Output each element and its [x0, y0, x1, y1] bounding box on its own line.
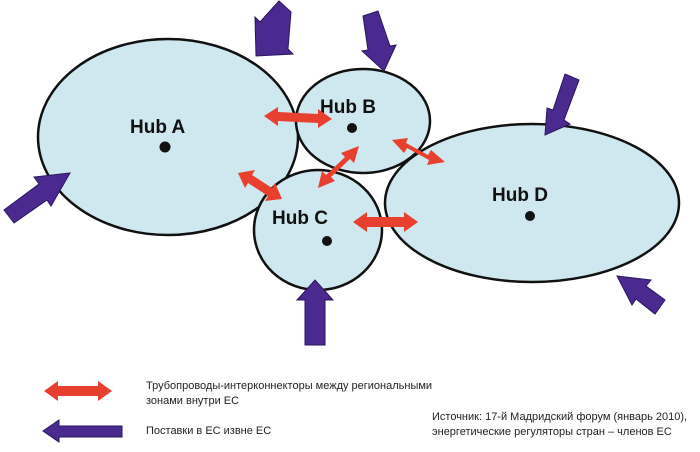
supply-arrow-right-d [616, 275, 666, 315]
hub-b-center-dot [347, 123, 357, 133]
supply-arrow-bottom-c [295, 279, 335, 346]
hub-a-center-dot [159, 141, 171, 153]
legend-supply-label: Поставки в ЕС извне ЕС [146, 425, 272, 437]
supply-arrow-left-a [3, 172, 71, 224]
supply-arrow-top-d [544, 73, 580, 136]
hub-a-label: Hub A [130, 117, 186, 138]
hub-b-label: Hub B [320, 97, 376, 118]
source-line-2: энергетические регуляторы стран – членов… [432, 426, 672, 438]
interconnector-arrow-b-d [392, 138, 445, 165]
legend-supply-arrow-icon [42, 419, 123, 443]
supply-arrow-top-b [360, 10, 397, 72]
hub-d-ellipse [383, 122, 681, 284]
interconnector-arrow-a-b [264, 107, 332, 128]
hub-d-label: Hub D [492, 185, 548, 206]
hub-c-label: Hub C [272, 208, 328, 229]
interconnector-arrow-b-c [318, 146, 359, 188]
hub-d-center-dot [525, 211, 535, 221]
source-note: Источник: 17-й Мадридский форум (январь … [432, 410, 697, 440]
supply-arrow-top-a [254, 0, 295, 57]
hub-c-center-dot [322, 236, 332, 246]
interconnector-arrow-a-c [238, 170, 282, 201]
legend-interconnector-label: Трубопроводы-интерконнекторы между регио… [146, 380, 433, 407]
source-line-1: Источник: 17-й Мадридский форум (январь … [432, 411, 688, 423]
legend-interconnector-arrow-icon [44, 381, 112, 401]
interconnector-arrow-c-d [353, 212, 418, 232]
